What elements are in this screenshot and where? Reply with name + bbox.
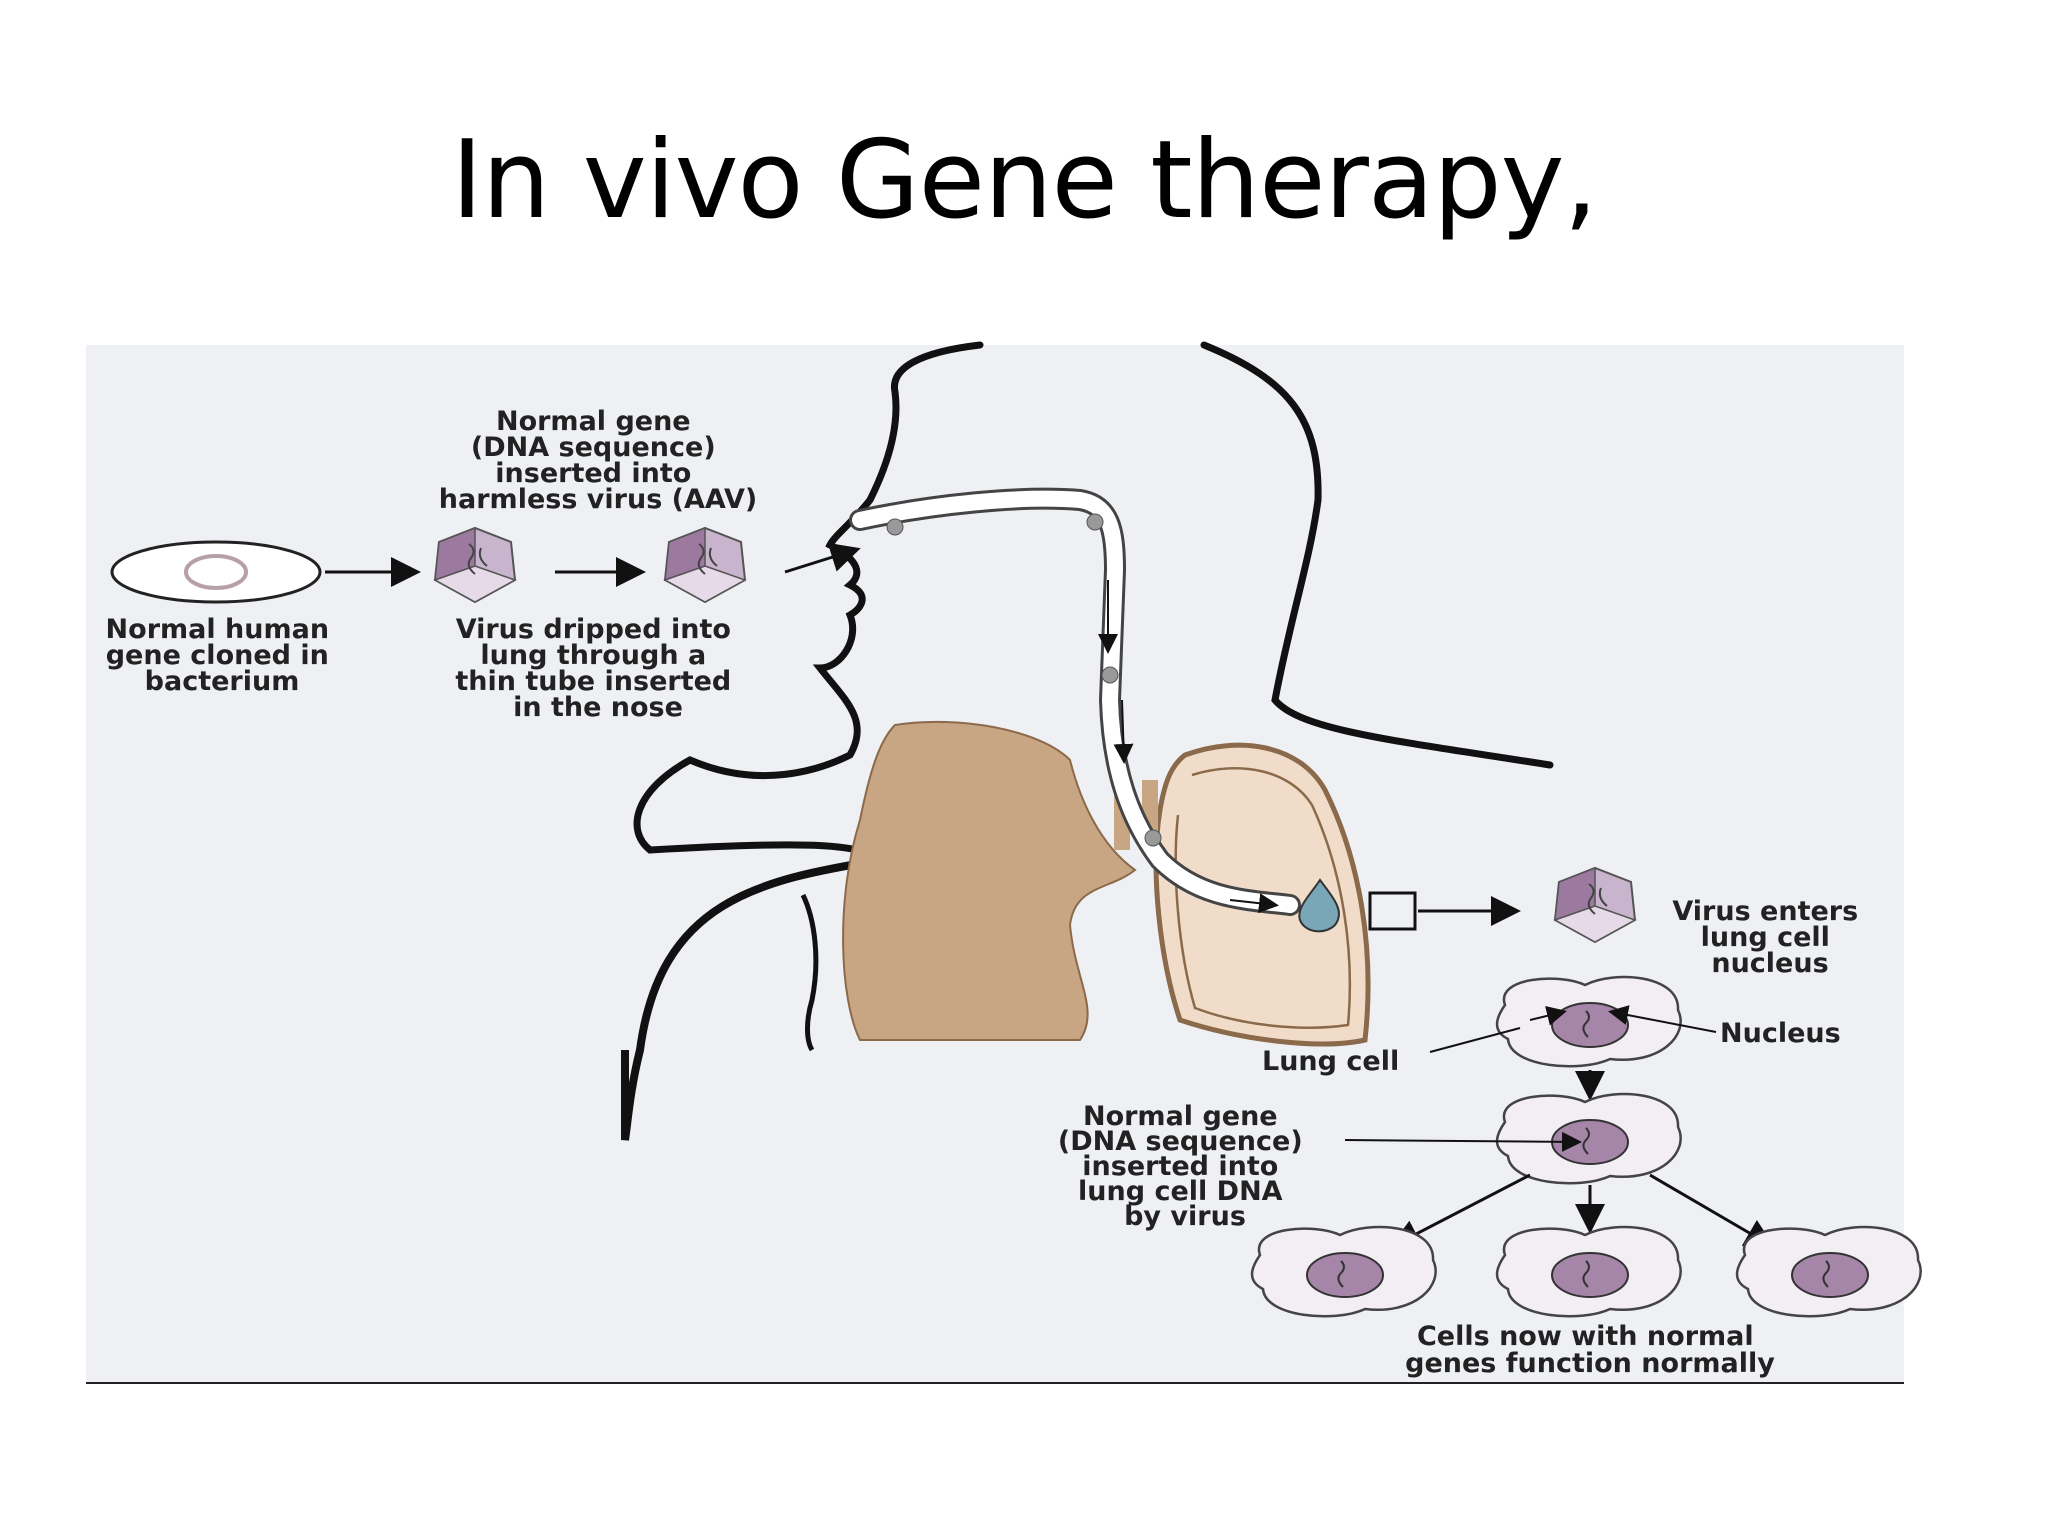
virus-particle: [1144, 829, 1162, 847]
body-outline-front: [633, 341, 984, 864]
delivery-tube-inner: [852, 490, 1298, 913]
arm-line: [800, 893, 819, 1052]
lung-cell-icon: [1495, 1092, 1682, 1185]
division-arrow: [1649, 1173, 1776, 1249]
right-lung-inner: [1174, 767, 1352, 1029]
magnify-box: [1368, 891, 1417, 931]
label-virus-enters: Virus enters lung cell nucleus: [1672, 896, 1867, 979]
body-outline-back: [1200, 341, 1554, 769]
label-lung-cell: Lung cell: [1262, 1046, 1399, 1077]
flow-arrow: [1113, 699, 1134, 764]
slide-title: In vivo Gene therapy,: [451, 118, 1598, 243]
label-normal-gene-aav: Normal gene (DNA sequence) inserted into…: [439, 406, 757, 515]
label-nucleus: Nucleus: [1720, 1018, 1841, 1049]
flow-arrow: [1229, 893, 1279, 914]
label-cells-now-normal: Cells now with normal genes function nor…: [1405, 1321, 1775, 1379]
label-normal-human-gene: Normal human gene cloned in bacterium: [106, 614, 339, 697]
plasmid-ring: [184, 554, 248, 590]
droplet-icon: [1298, 878, 1340, 933]
virus-particle: [1101, 666, 1119, 684]
pointer-arrow: [1529, 1006, 1567, 1026]
lung-cell-icon: [1495, 1225, 1682, 1318]
division-arrow: [1389, 1173, 1531, 1248]
label-normal-gene-inserted: Normal gene (DNA sequence) inserted into…: [1058, 1101, 1312, 1232]
left-lung: [842, 720, 1137, 1041]
lung-cell-icon: [1250, 1225, 1437, 1318]
pointer-line: [1429, 1027, 1521, 1053]
lung-cell-icon: [1495, 975, 1682, 1068]
virus-particle: [1086, 513, 1104, 531]
lung-cell-icon: [1735, 1225, 1922, 1318]
chest-outline: [621, 1049, 644, 1141]
pointer-arrow: [1608, 1005, 1717, 1033]
bacterium-icon: [110, 540, 322, 604]
pointer-arrow: [1344, 1131, 1582, 1152]
neck-shoulder-outline: [636, 856, 884, 1054]
step-arrow: [784, 542, 861, 574]
label-virus-dripped: Virus dripped into lung through a thin t…: [455, 614, 740, 723]
virus-particle: [886, 518, 904, 536]
